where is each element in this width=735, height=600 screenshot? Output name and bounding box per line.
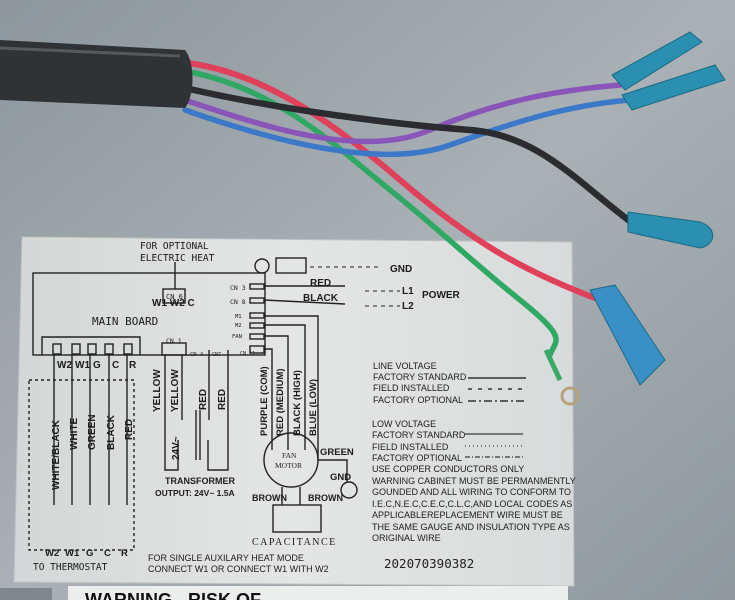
fan-wire-purple: PURPLE (COM)	[259, 366, 270, 436]
cn3-label: CN 3	[230, 284, 246, 292]
to-thermostat-label: TO THERMOSTAT	[33, 562, 108, 573]
cn6-label: CN 6	[166, 293, 183, 301]
main-board-label: MAIN BOARD	[92, 315, 158, 328]
wiring-diagram-label: FOR OPTIONAL ELECTRIC HEAT CN 6 W1 W2 C …	[13, 236, 576, 587]
wire-white: WHITE	[69, 417, 80, 450]
fan-green-label: GREEN	[320, 447, 354, 458]
green-wire	[187, 69, 559, 358]
blue-wire	[182, 97, 633, 157]
terminal-c: C	[112, 360, 119, 371]
bottom-sticker-text: WARNING - RISK OF	[85, 590, 261, 600]
transformer-yellow-1: YELLOW	[152, 369, 163, 412]
main-board-outline	[32, 272, 266, 356]
brown-label-left: BROWN	[252, 493, 287, 503]
tstat-w2: W2	[45, 548, 59, 559]
capacitance-label: CAPACITANCE	[252, 537, 337, 548]
warning-line: APPLICABLEREPLACEMENT WIRE MUST BE	[372, 510, 563, 520]
cn6-pins: W1 W2 C	[152, 298, 195, 309]
legend-line-factory-optional: FACTORY OPTIONAL	[373, 395, 463, 405]
terminal-g: G	[93, 360, 101, 371]
warning-line: ORIGINAL WIRE	[372, 533, 441, 543]
green-ring-terminal	[560, 386, 580, 406]
fan-motor-label: FAN	[282, 451, 297, 460]
aux-heat-note-2: CONNECT W1 OR CONNECT W1 WITH W2	[148, 564, 329, 574]
bottom-warning-sticker: WARNING - RISK OF	[0, 586, 568, 600]
tstat-c: C	[104, 548, 111, 559]
black-wire-connector	[627, 211, 714, 249]
transformer-label: TRANSFORMER	[165, 476, 235, 486]
cn8-label: CN 8	[230, 298, 246, 306]
legend-low-factory-standard: FACTORY STANDARD	[372, 430, 466, 440]
purple-wire-connector	[611, 31, 703, 91]
cable-sheath	[0, 40, 193, 108]
terminal-w2: W2	[57, 360, 72, 371]
aux-heat-note: FOR SINGLE AUXILARY HEAT MODE	[148, 553, 304, 563]
fan-wire-blue: BLUE (LOW)	[308, 379, 319, 436]
l2-label: L2	[402, 301, 414, 312]
l1-label: L1	[402, 286, 414, 297]
optional-heat-note: FOR OPTIONAL	[140, 241, 209, 252]
wire-red: RED	[124, 419, 135, 440]
fan-motor-label-2: MOTOR	[275, 461, 302, 470]
terminal-w1: W1	[75, 360, 90, 371]
wire-green: GREEN	[87, 414, 98, 450]
wire-black: BLACK	[106, 414, 117, 450]
terminal-r: R	[129, 360, 137, 371]
legend-line-field-installed: FIELD INSTALLED	[373, 383, 450, 393]
fan-label: FAN	[232, 334, 242, 340]
legend-low-field-installed: FIELD INSTALLED	[372, 442, 449, 452]
red-wire	[177, 59, 603, 303]
legend-low-factory-optional: FACTORY OPTIONAL	[372, 453, 462, 463]
warning-line: THE SAME GAUGE AND INSULATION TYPE AS	[372, 522, 570, 532]
wire-white-black: WHITE/BLACK	[51, 419, 62, 490]
tstat-w1: W1	[65, 548, 80, 559]
warning-line: USE COPPER CONDUCTORS ONLY	[372, 464, 524, 474]
power-label: POWER	[422, 290, 461, 301]
fan-wire-black: BLACK (HIGH)	[292, 370, 303, 436]
connectors	[543, 31, 726, 406]
gnd-label: GND	[390, 264, 412, 275]
transformer-red-2: RED	[217, 389, 228, 410]
warning-line: WARNING CABINET MUST BE PERMANMENTLY	[372, 476, 576, 486]
black-wire-label: BLACK	[303, 293, 339, 304]
blue-wire-connector	[621, 64, 726, 111]
cn11-label: CN 11	[240, 351, 255, 357]
m2-label: M2	[235, 323, 242, 329]
transformer-yellow-2: YELLOW	[170, 369, 181, 412]
optional-heat-note-2: ELECTRIC HEAT	[140, 253, 215, 264]
red-wire-label: RED	[310, 278, 331, 289]
transformer-red-1: RED	[198, 389, 209, 410]
wire-bundle	[177, 59, 639, 358]
m1-label: M1	[235, 314, 242, 320]
transformer-voltage: 24V~	[171, 436, 182, 460]
cn7-label: CN7	[212, 352, 221, 358]
red-wire-connector	[589, 284, 666, 386]
tstat-g: G	[86, 548, 93, 559]
green-wire-crimp	[543, 348, 563, 382]
transformer-output: OUTPUT: 24V~ 1.5A	[155, 488, 235, 498]
legend-low-voltage: LOW VOLTAGE	[372, 419, 436, 429]
legend-line-voltage: LINE VOLTAGE	[373, 361, 437, 371]
cn1-label: CN 1	[166, 337, 182, 345]
fan-wire-red: RED (MEDIUM)	[275, 368, 286, 436]
fan-gnd-label: GND	[330, 472, 351, 483]
legend-line-factory-standard: FACTORY STANDARD	[373, 372, 467, 382]
tstat-r: R	[121, 548, 128, 559]
purple-wire	[182, 82, 623, 145]
serial-number: 202070390382	[384, 556, 474, 571]
brown-label-right: BROWN	[308, 493, 343, 503]
cn4-label: CN 4	[190, 352, 204, 358]
black-wire	[181, 84, 639, 229]
warning-line: I.E.C,N.E.C,C.E.C,C.L.C,AND LOCAL CODES …	[372, 499, 572, 509]
warning-line: GOUNDED AND ALL WIRING TO CONFORM TO	[372, 487, 571, 497]
